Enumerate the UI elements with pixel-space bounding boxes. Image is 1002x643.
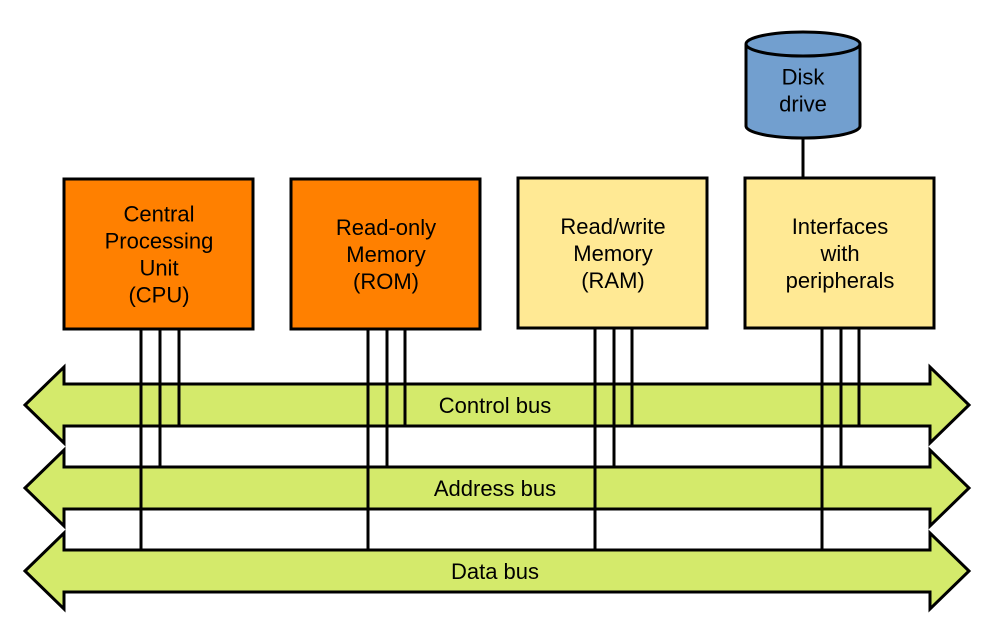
label-disk-line-0: Disk <box>782 65 826 90</box>
box-cpu <box>62 177 255 331</box>
label-cpu-line-1: Processing <box>105 229 214 254</box>
box-rom <box>289 177 482 331</box>
label-interfaces-line-0: Interfaces <box>792 214 889 239</box>
label-rom-line-0: Read-only <box>336 215 436 240</box>
bus-connectors <box>139 138 861 550</box>
box-interfaces <box>743 176 936 330</box>
disk-body <box>744 44 862 140</box>
label-interfaces-line-1: with <box>819 241 859 266</box>
disk-top <box>744 30 862 58</box>
bus-arrows <box>22 363 972 613</box>
label-ram-line-1: Memory <box>573 241 652 266</box>
disk-drive <box>744 30 862 140</box>
label-rom-line-1: Memory <box>346 242 425 267</box>
label-cpu-line-2: Unit <box>139 256 178 281</box>
label-rom-line-2: (ROM) <box>353 269 419 294</box>
label-interfaces-line-2: peripherals <box>786 268 895 293</box>
bus-address <box>22 446 972 530</box>
label-cpu-line-0: Central <box>124 202 195 227</box>
label-cpu-line-3: (CPU) <box>128 283 189 308</box>
label-address-bus: Address bus <box>434 476 556 501</box>
label-control-bus: Control bus <box>439 393 552 418</box>
label-disk-line-1: drive <box>779 92 827 117</box>
label-ram-line-0: Read/write <box>560 214 665 239</box>
bus-data <box>22 529 972 613</box>
bus-labels: Control bus Address bus Data bus <box>434 393 556 584</box>
label-ram-line-2: (RAM) <box>581 268 645 293</box>
component-boxes <box>62 176 936 331</box>
box-ram <box>516 176 709 330</box>
bus-control <box>22 363 972 447</box>
label-data-bus: Data bus <box>451 559 539 584</box>
